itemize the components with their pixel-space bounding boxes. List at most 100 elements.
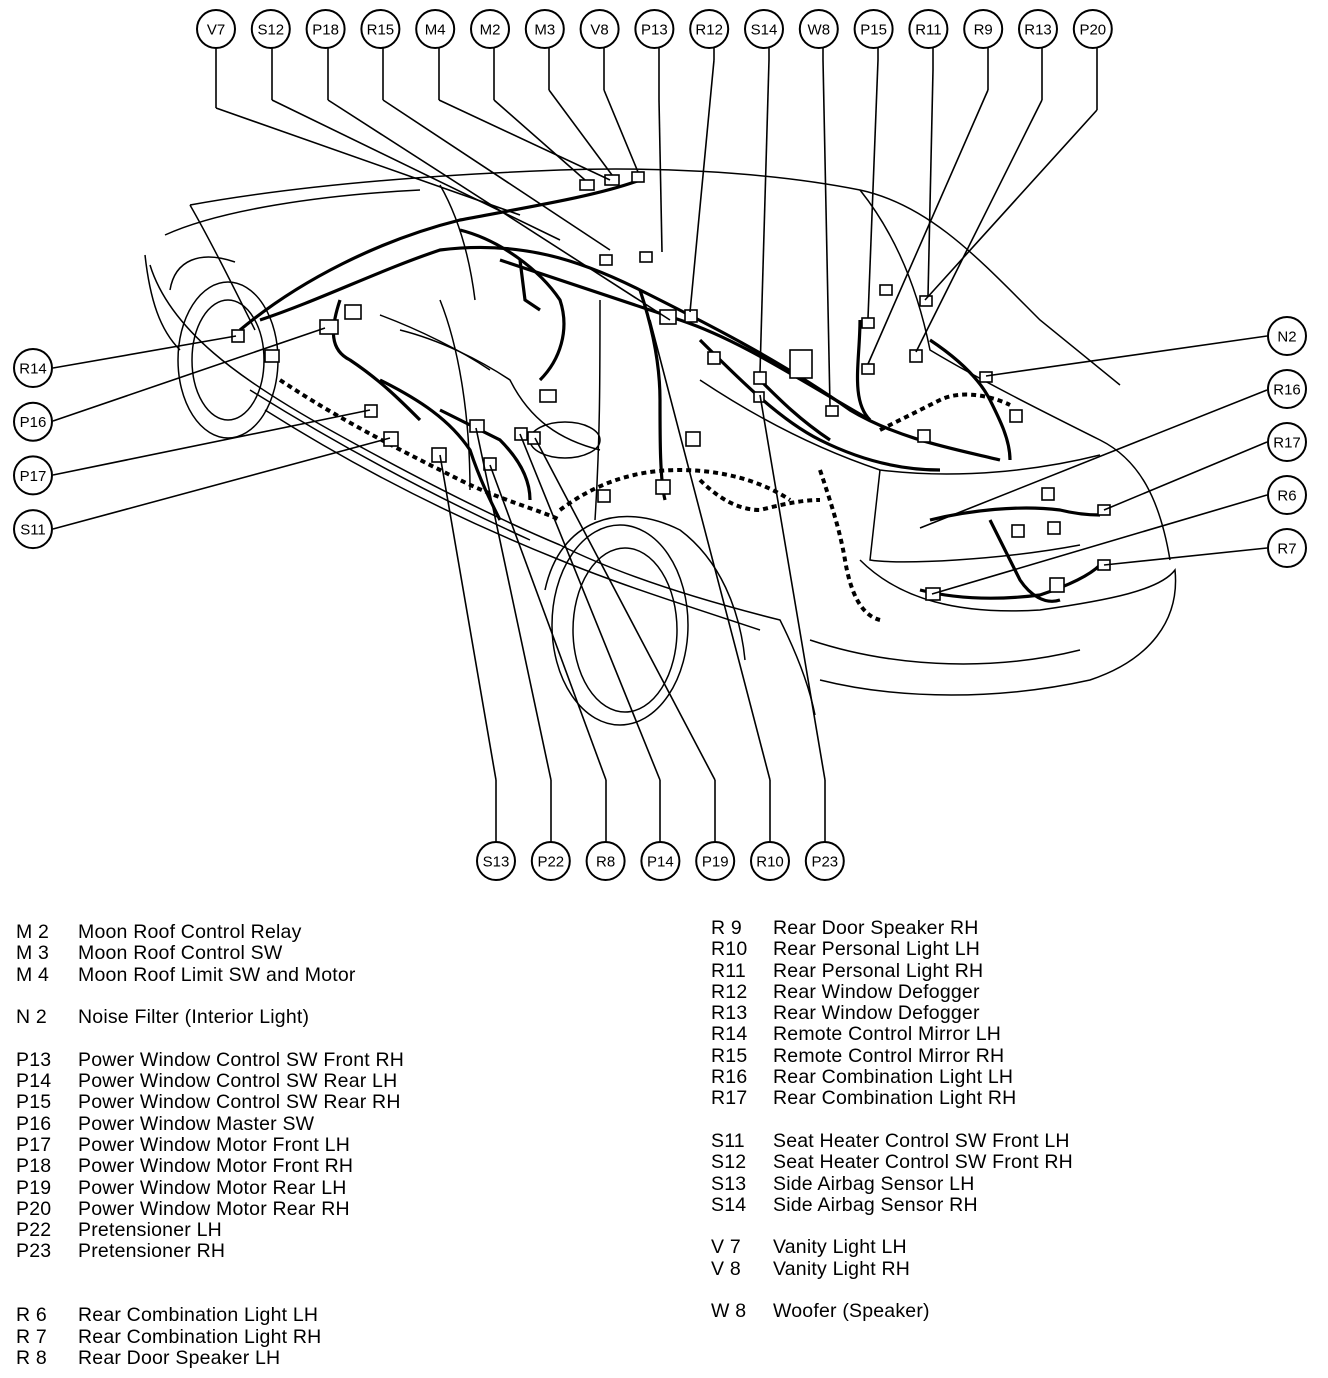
callout-m3: M3 bbox=[524, 9, 565, 49]
legend-entry: R10 Rear Personal Light LH bbox=[711, 938, 1073, 961]
legend-code: V 7 bbox=[711, 1236, 741, 1259]
wiring-harness bbox=[238, 178, 1102, 622]
legend-label: Moon Roof Control SW bbox=[78, 942, 283, 965]
callout-label: R13 bbox=[1024, 22, 1052, 39]
legend-entry: N 2 Noise Filter (Interior Light) bbox=[16, 1006, 404, 1029]
callout-r8: R8 bbox=[585, 841, 626, 881]
callout-label: S11 bbox=[20, 522, 46, 539]
wiring-diagram: V7S12P18R15M4M2M3V8P13R12S14W8P15R11R9R1… bbox=[13, 9, 1307, 881]
legend-entry: V 7 Vanity Light LH bbox=[711, 1236, 1073, 1259]
legend-code: P13 bbox=[16, 1048, 52, 1071]
legend-code: P22 bbox=[16, 1219, 52, 1242]
callout-label: P13 bbox=[641, 22, 668, 39]
legend-code: N 2 bbox=[16, 1006, 47, 1029]
callout-p16: P16 bbox=[13, 401, 53, 442]
callout-s13: S13 bbox=[476, 841, 516, 881]
legend-label: Vanity Light LH bbox=[773, 1236, 907, 1259]
legend-label: Power Window Motor Front LH bbox=[78, 1133, 350, 1156]
callout-r13: R13 bbox=[1018, 9, 1058, 49]
legend-label: Seat Heater Control SW Front RH bbox=[773, 1151, 1073, 1174]
legend-entry: R17 Rear Combination Light RH bbox=[711, 1087, 1073, 1110]
legend-code: R13 bbox=[711, 1002, 748, 1025]
callout-n2: N2 bbox=[1267, 316, 1307, 356]
callout-label: P23 bbox=[811, 854, 838, 871]
legend-label: Rear Combination Light RH bbox=[78, 1325, 322, 1348]
legend-gap bbox=[711, 1280, 1073, 1301]
connectors bbox=[231, 171, 1111, 601]
callout-p20: P20 bbox=[1072, 9, 1113, 49]
callout-w8: W8 bbox=[798, 9, 839, 49]
callout-p22: P22 bbox=[530, 841, 571, 881]
legend-entry: P17 Power Window Motor Front LH bbox=[16, 1133, 404, 1156]
callout-label: W8 bbox=[808, 22, 831, 39]
legend-code: P15 bbox=[16, 1091, 52, 1114]
legend-code: P23 bbox=[16, 1240, 52, 1263]
callout-label: P18 bbox=[312, 22, 339, 39]
callout-label: R14 bbox=[19, 361, 47, 378]
callout-v7: V7 bbox=[196, 9, 236, 49]
legend-label: Rear Personal Light LH bbox=[773, 938, 981, 961]
callout-p19: P19 bbox=[695, 841, 736, 881]
legend-gap bbox=[16, 1284, 404, 1305]
legend-code: M 2 bbox=[16, 921, 50, 943]
legend-code: R 6 bbox=[16, 1304, 47, 1327]
callout-label: M2 bbox=[480, 22, 501, 39]
legend-gap bbox=[711, 1216, 1073, 1237]
legend-label: Power Window Motor Rear LH bbox=[78, 1176, 347, 1199]
legend-code: R17 bbox=[711, 1087, 748, 1110]
callout-r12: R12 bbox=[689, 9, 730, 49]
callout-label: R11 bbox=[915, 22, 941, 39]
callout-p23: P23 bbox=[804, 841, 845, 881]
callout-label: P15 bbox=[860, 22, 887, 39]
legend-code: R 7 bbox=[16, 1325, 47, 1348]
callout-m2: M2 bbox=[470, 9, 510, 49]
legend-label: Side Airbag Sensor LH bbox=[773, 1172, 975, 1195]
callout-label: P14 bbox=[647, 854, 674, 871]
callout-r7: R7 bbox=[1267, 528, 1307, 568]
callout-label: M3 bbox=[534, 22, 555, 39]
legend-label: Noise Filter (Interior Light) bbox=[78, 1006, 310, 1029]
legend-code: P17 bbox=[16, 1133, 52, 1156]
legend-label: Rear Combination Light RH bbox=[773, 1087, 1017, 1110]
legend-code: P20 bbox=[16, 1197, 52, 1220]
legend-label: Power Window Control SW Rear LH bbox=[78, 1070, 398, 1093]
callout-label: R16 bbox=[1273, 382, 1301, 399]
legend-entry: P19 Power Window Motor Rear LH bbox=[16, 1176, 404, 1199]
legend-label: Power Window Master SW bbox=[78, 1112, 315, 1135]
legend-code: R14 bbox=[711, 1023, 748, 1046]
legend-code: R10 bbox=[711, 938, 748, 961]
legend-label: Remote Control Mirror LH bbox=[773, 1023, 1002, 1046]
callout-label: P19 bbox=[702, 854, 729, 871]
legend-code: S14 bbox=[711, 1193, 747, 1216]
legend-label: Rear Personal Light RH bbox=[773, 959, 984, 982]
callout-leader-lines bbox=[52, 47, 1268, 842]
legend-label: Rear Window Defogger bbox=[773, 980, 980, 1003]
callout-label: R9 bbox=[974, 22, 993, 39]
legend-code: P18 bbox=[16, 1155, 52, 1178]
legend-label: Rear Window Defogger bbox=[773, 1002, 980, 1025]
callout-label: P16 bbox=[20, 414, 47, 431]
legend-code: P19 bbox=[16, 1176, 52, 1199]
legend-gap bbox=[16, 1028, 404, 1049]
legend-code: V 8 bbox=[711, 1257, 741, 1280]
legend-code: R 9 bbox=[711, 917, 742, 939]
callout-p14: P14 bbox=[640, 841, 681, 881]
callout-r14: R14 bbox=[13, 348, 53, 388]
callout-s12: S12 bbox=[250, 9, 291, 49]
